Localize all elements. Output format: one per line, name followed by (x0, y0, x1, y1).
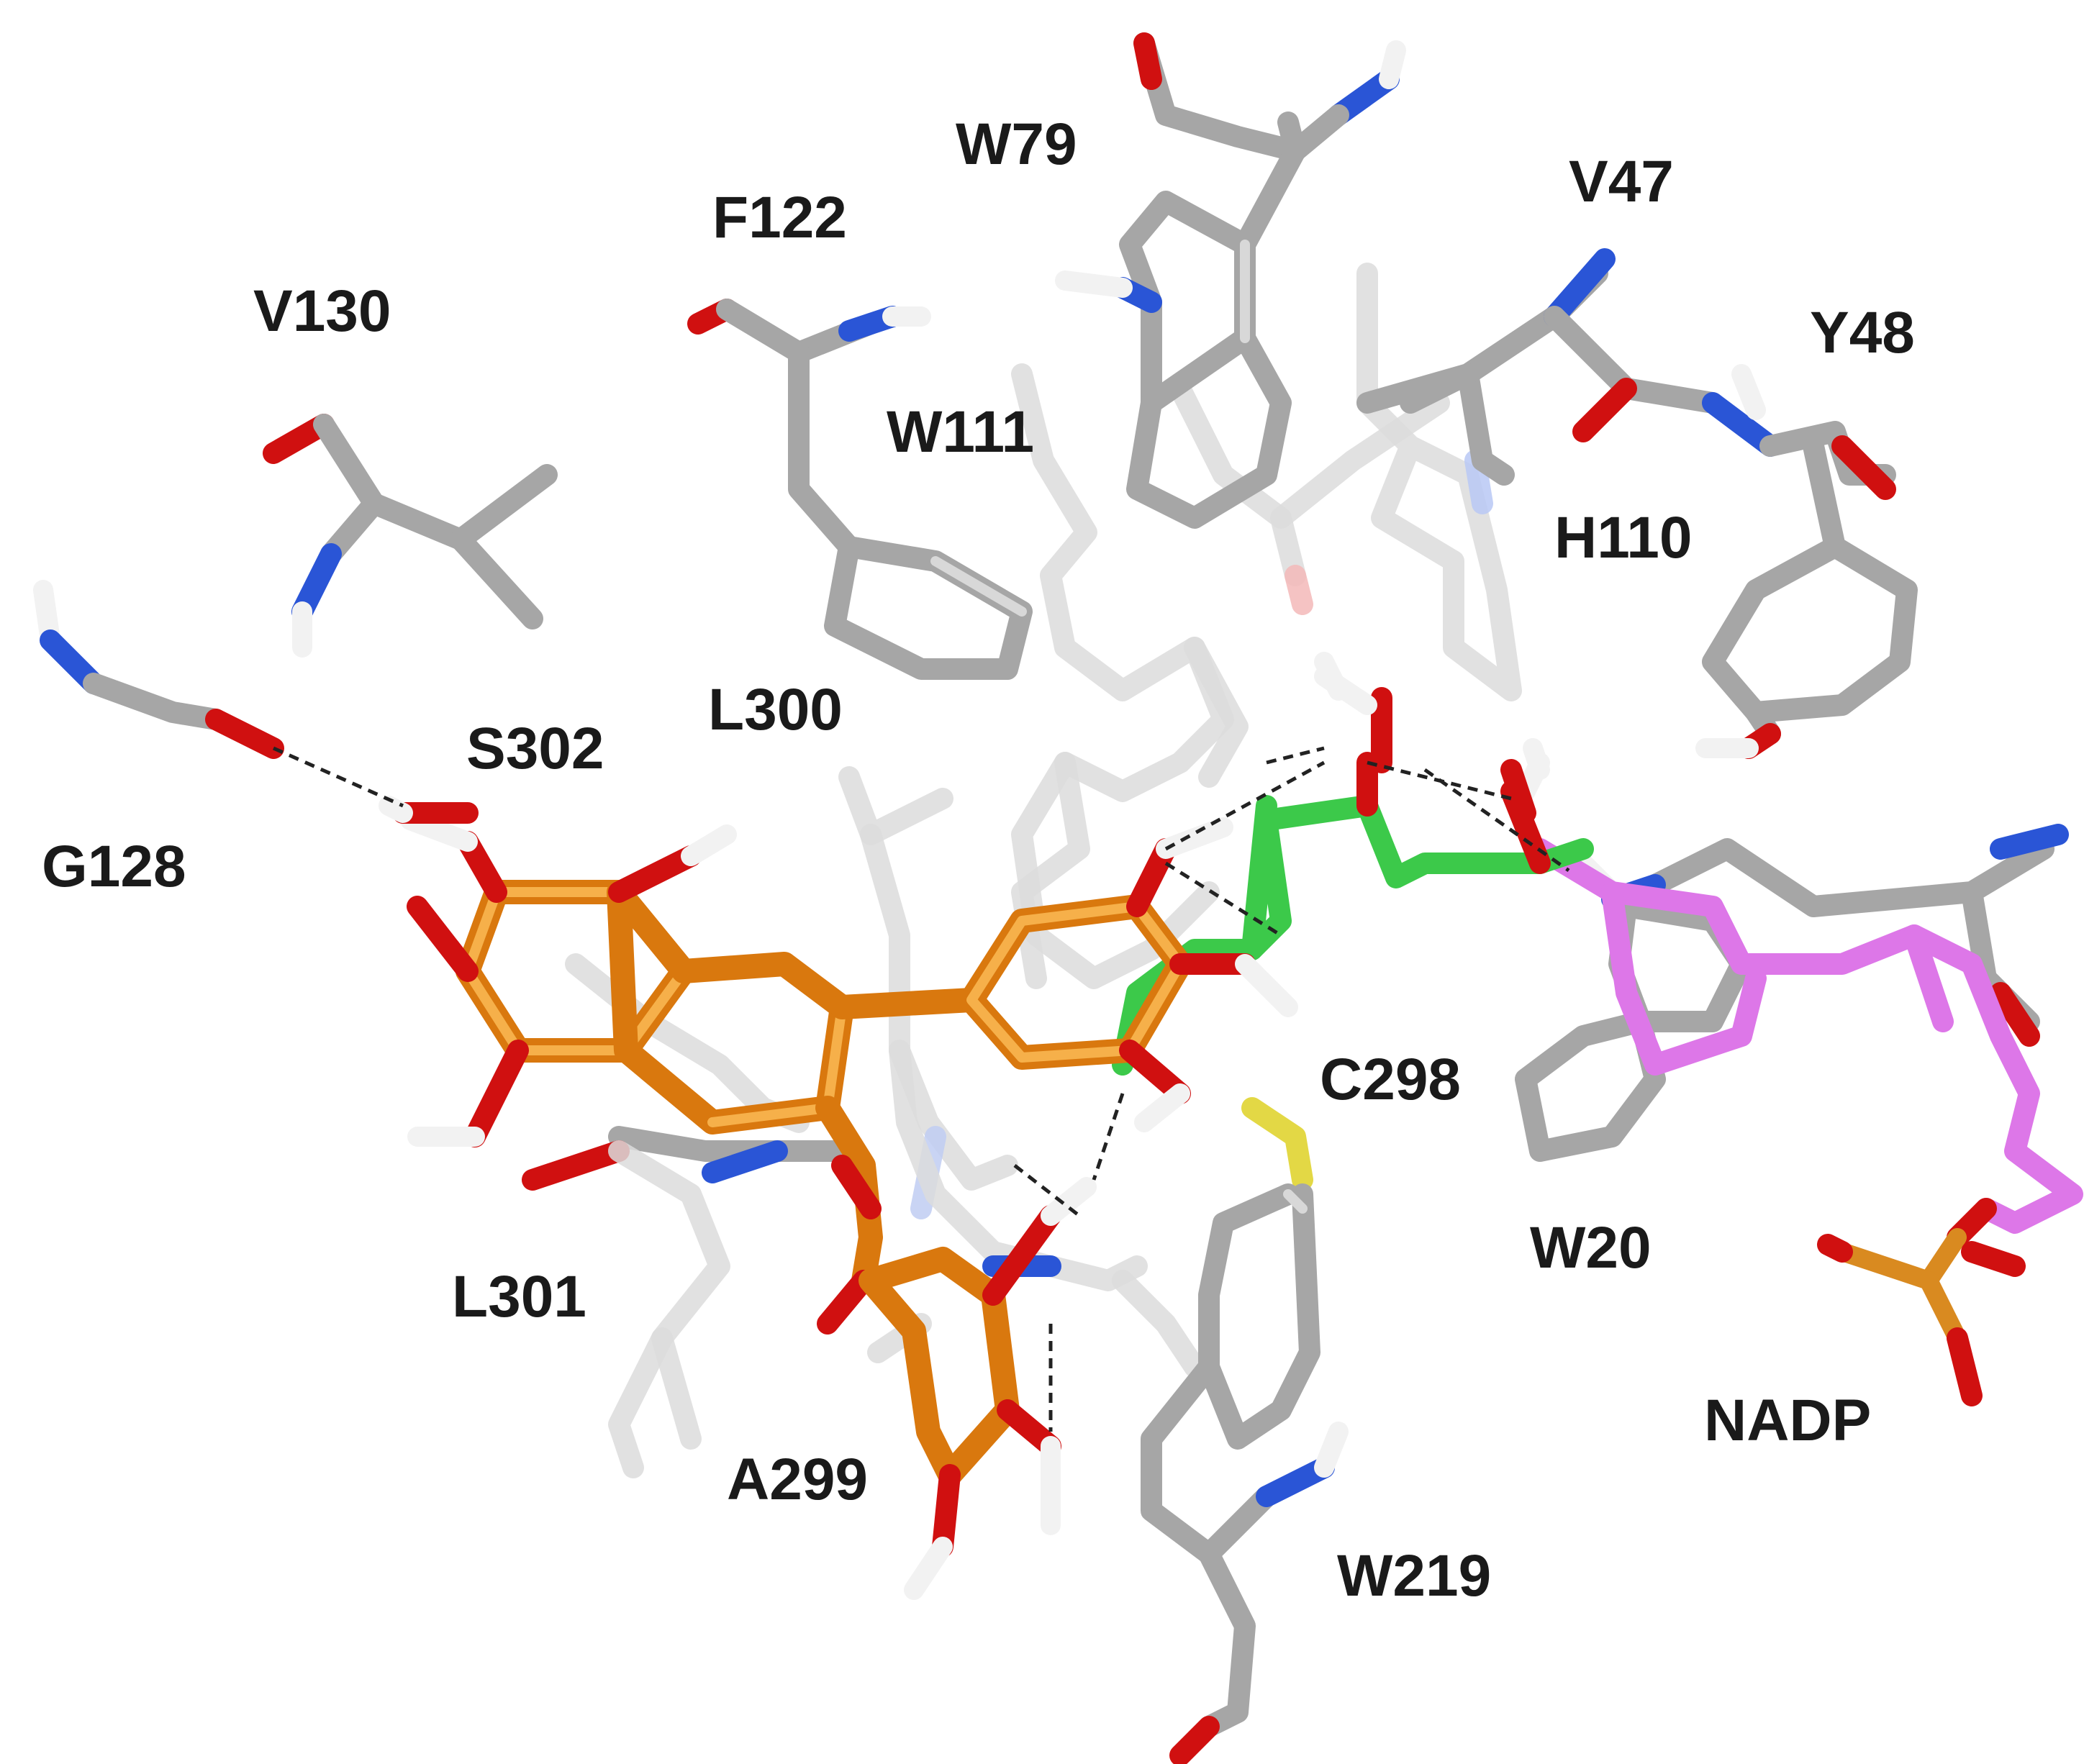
label-g128: G128 (42, 834, 186, 899)
orange-ligand-structure (400, 810, 1298, 1600)
residue-v130-structure (263, 414, 558, 658)
label-nadp: NADP (1704, 1388, 1871, 1453)
label-w79: W79 (956, 112, 1077, 177)
residue-w79-structure (1055, 32, 1406, 529)
label-w20: W20 (1530, 1215, 1652, 1281)
residue-w219-structure (1141, 1097, 1349, 1764)
label-a299: A299 (727, 1447, 868, 1512)
label-l300: L300 (708, 677, 843, 742)
label-w219: W219 (1337, 1543, 1491, 1609)
label-v47: V47 (1569, 149, 1674, 214)
label-h110: H110 (1554, 505, 1693, 570)
residue-f122-structure (687, 299, 1033, 680)
label-w111: W111 (887, 399, 1034, 465)
residue-w111-structure (1011, 363, 1249, 989)
waters-and-hydroxyls (379, 652, 1550, 824)
label-f122: F122 (712, 185, 847, 250)
residue-g128-structure (33, 580, 284, 759)
label-c298: C298 (1320, 1047, 1461, 1112)
label-y48: Y48 (1810, 300, 1915, 365)
label-v130: V130 (253, 278, 391, 344)
residue-v47-structure (1356, 248, 1723, 486)
residue-y48-structure (1695, 364, 1918, 759)
nadp-structure (1529, 838, 2083, 1406)
hydrogen-bonds (272, 746, 1570, 1432)
label-l301: L301 (452, 1264, 586, 1329)
green-ligand-structure (1112, 666, 1594, 1076)
label-s302: S302 (466, 716, 604, 781)
